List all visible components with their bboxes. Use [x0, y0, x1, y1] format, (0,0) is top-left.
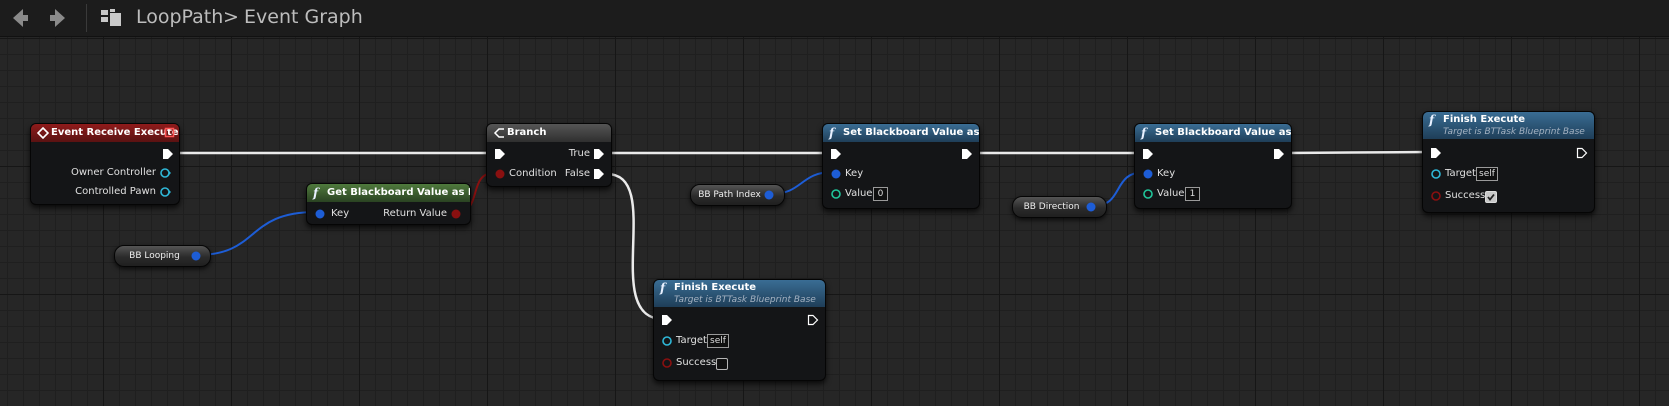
key-input-pin[interactable] — [314, 208, 326, 220]
variable-output-pin[interactable] — [1085, 201, 1097, 213]
value-input-pin[interactable] — [830, 188, 842, 200]
exec-output-pin[interactable] — [1576, 147, 1588, 159]
function-icon: f — [660, 281, 666, 295]
node-header: f Set Blackboard Value as Int — [1135, 124, 1291, 142]
target-default-field[interactable]: self — [1476, 167, 1498, 181]
variable-output-pin[interactable] — [190, 250, 202, 262]
true-exec-pin[interactable] — [593, 148, 605, 160]
variable-name: BB Looping — [129, 251, 180, 261]
graph-toolbar: LoopPath > Event Graph — [0, 0, 1669, 37]
bb-looping-variable-node[interactable]: BB Looping — [114, 245, 211, 267]
variable-name: BB Path Index — [698, 190, 761, 200]
success-label: Success — [1445, 190, 1486, 201]
node-header: f Finish Execute Target is BTTask Bluepr… — [1423, 112, 1594, 139]
node-header: Event Receive Execute AI — [31, 124, 179, 142]
forward-arrow-icon[interactable] — [46, 6, 70, 30]
node-title: Set Blackboard Value as Int — [1155, 127, 1291, 138]
set-blackboard-value-as-int-node[interactable]: f Set Blackboard Value as Int Key Value … — [822, 123, 980, 209]
exec-input-pin[interactable] — [661, 314, 673, 326]
success-checkbox[interactable] — [716, 358, 728, 370]
return-value-pin[interactable] — [450, 208, 462, 220]
key-label: Key — [845, 168, 864, 179]
owner-controller-pin[interactable] — [159, 167, 171, 179]
exec-input-pin[interactable] — [1142, 148, 1154, 160]
node-header: f Set Blackboard Value as Int — [823, 124, 979, 142]
return-value-label: Return Value — [383, 208, 447, 219]
exec-input-pin[interactable] — [1430, 147, 1442, 159]
checkmark-icon — [1487, 193, 1495, 201]
function-icon: f — [829, 126, 835, 140]
node-title: Branch — [507, 127, 547, 138]
event-diamond-icon — [37, 127, 49, 139]
success-input-pin[interactable] — [661, 357, 673, 369]
exec-output-pin[interactable] — [961, 148, 973, 160]
exec-input-pin[interactable] — [494, 148, 506, 160]
variable-name: BB Direction — [1023, 202, 1080, 212]
success-label: Success — [676, 357, 717, 368]
branch-icon — [493, 128, 504, 138]
controlled-pawn-pin[interactable] — [159, 186, 171, 198]
node-title: Event Receive Execute AI — [51, 127, 179, 138]
variable-output-pin[interactable] — [763, 189, 775, 201]
function-icon: f — [1429, 113, 1435, 127]
key-label: Key — [1157, 168, 1176, 179]
node-header: Branch — [487, 124, 611, 142]
value-default-field[interactable]: 0 — [873, 187, 888, 201]
value-default-field[interactable]: 1 — [1185, 187, 1200, 201]
node-title: Finish Execute — [674, 282, 757, 293]
node-title: Set Blackboard Value as Int — [843, 127, 979, 138]
back-arrow-icon[interactable] — [8, 6, 32, 30]
success-input-pin[interactable] — [1430, 190, 1442, 202]
breadcrumb-graph[interactable]: Event Graph — [244, 6, 363, 28]
target-label: Target — [1445, 168, 1476, 179]
node-title: Finish Execute — [1443, 114, 1526, 125]
exec-output-pin[interactable] — [162, 148, 174, 160]
key-input-pin[interactable] — [1142, 168, 1154, 180]
function-icon: f — [313, 186, 319, 200]
breadcrumb-asset[interactable]: LoopPath — [136, 6, 224, 28]
exec-output-pin[interactable] — [1273, 148, 1285, 160]
target-default-field[interactable]: self — [707, 334, 729, 348]
get-blackboard-value-as-bool-node[interactable]: f Get Blackboard Value as Bool Key Retur… — [306, 183, 471, 225]
key-label: Key — [331, 208, 350, 219]
exec-wire — [1284, 150, 1429, 155]
success-checkbox[interactable] — [1485, 191, 1497, 203]
bb-path-index-variable-node[interactable]: BB Path Index — [690, 184, 785, 206]
name-wire — [196, 211, 317, 256]
condition-label: Condition — [509, 168, 557, 179]
condition-pin[interactable] — [494, 168, 506, 180]
value-label: Value — [845, 188, 873, 199]
exec-wire — [605, 172, 665, 321]
branch-node[interactable]: Branch True Condition False — [486, 123, 612, 187]
node-header: f Get Blackboard Value as Bool — [307, 184, 470, 202]
value-label: Value — [1157, 188, 1185, 199]
blueprint-graph-icon — [101, 9, 121, 26]
function-icon: f — [1141, 126, 1147, 140]
owner-controller-label: Owner Controller — [70, 167, 156, 178]
set-blackboard-value-as-int-node[interactable]: f Set Blackboard Value as Int Key Value … — [1134, 123, 1292, 209]
bb-direction-variable-node[interactable]: BB Direction — [1012, 196, 1107, 218]
false-label: False — [564, 168, 590, 179]
exec-output-pin[interactable] — [807, 314, 819, 326]
target-input-pin[interactable] — [1430, 168, 1442, 180]
value-input-pin[interactable] — [1142, 188, 1154, 200]
exec-input-pin[interactable] — [830, 148, 842, 160]
key-input-pin[interactable] — [830, 168, 842, 180]
false-exec-pin[interactable] — [593, 168, 605, 180]
event-receive-execute-ai-node[interactable]: Event Receive Execute AI Owner Controlle… — [30, 123, 180, 205]
node-title: Get Blackboard Value as Bool — [327, 187, 470, 198]
true-label: True — [568, 148, 590, 159]
finish-execute-node[interactable]: f Finish Execute Target is BTTask Bluepr… — [653, 279, 826, 381]
toolbar-divider — [86, 4, 87, 32]
breadcrumb-separator: > — [223, 6, 239, 28]
node-header: f Finish Execute Target is BTTask Bluepr… — [654, 280, 825, 307]
delegate-pin-icon[interactable] — [164, 127, 175, 138]
node-subtitle: Target is BTTask Blueprint Base — [1443, 127, 1585, 137]
finish-execute-node[interactable]: f Finish Execute Target is BTTask Bluepr… — [1422, 111, 1595, 213]
controlled-pawn-label: Controlled Pawn — [75, 186, 156, 197]
target-input-pin[interactable] — [661, 335, 673, 347]
node-subtitle: Target is BTTask Blueprint Base — [674, 295, 816, 305]
target-label: Target — [676, 335, 707, 346]
